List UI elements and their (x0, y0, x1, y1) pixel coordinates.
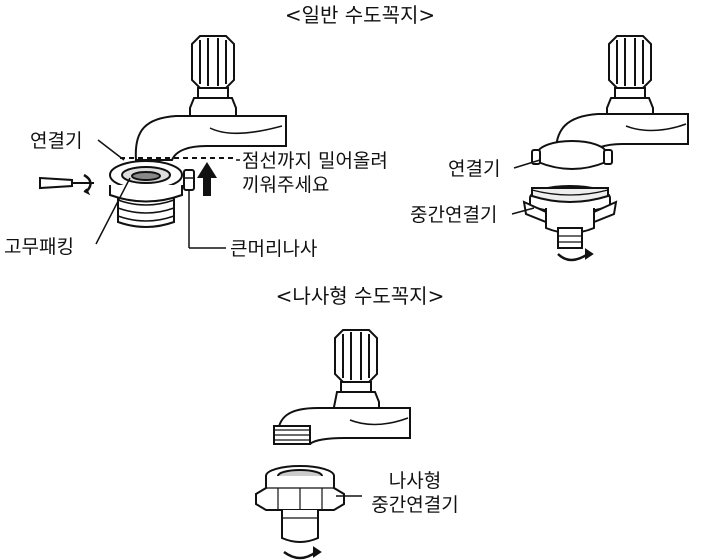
rotate-arrow-icon (283, 550, 317, 560)
label-rubber-packing: 고무패킹 (4, 236, 74, 258)
label-connector-left: 연결기 (30, 130, 83, 152)
threaded-faucet (255, 329, 411, 560)
screwdriver-icon (39, 176, 73, 190)
label-connector-right: 연결기 (448, 158, 501, 180)
leader-lines-right (511, 159, 541, 215)
faucet-handle-icon (608, 35, 652, 89)
title-threaded-faucet: <나사형 수도꼭지> (275, 284, 445, 308)
push-up-arrow-icon (197, 162, 217, 196)
standard-faucet-right (522, 35, 689, 262)
rotate-arrow-icon (557, 252, 589, 262)
label-threaded-middle-connector-2: 중간연결기 (371, 494, 459, 516)
label-threaded-middle-connector-1: 나사형 (388, 470, 442, 492)
faucet-handle-icon (191, 35, 235, 89)
label-large-head-screw: 큰머리나사 (230, 238, 318, 260)
label-middle-connector: 중간연결기 (410, 204, 498, 226)
label-dotted-line-note-1: 점선까지 밀어올려 (242, 150, 388, 172)
title-standard-faucet: <일반 수도꼭지> (284, 3, 436, 27)
large-head-screw-icon (183, 169, 195, 191)
standard-faucet-left (39, 35, 287, 228)
faucet-handle-icon (334, 329, 378, 383)
label-dotted-line-note-2: 끼워주세요 (242, 174, 330, 196)
faucet-spout-icon (134, 115, 287, 161)
leader-lines-left (95, 139, 240, 249)
